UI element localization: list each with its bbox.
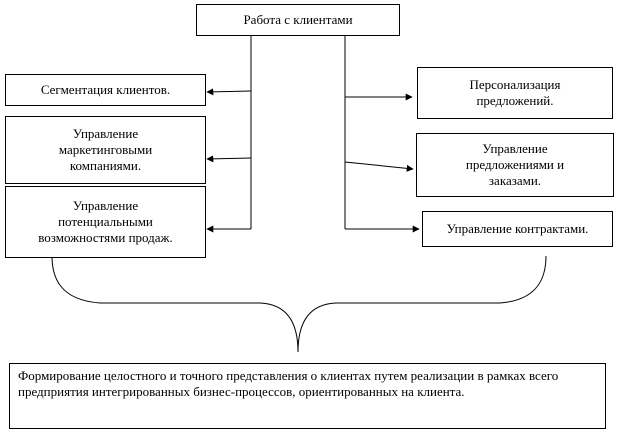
arrow-to-offers [344,161,414,172]
node-segmentation-label: Сегментация клиентов. [40,82,171,97]
node-segmentation: Сегментация клиентов. [5,74,206,106]
curly-brace [51,255,547,353]
node-contracts: Управление контрактами. [422,211,613,247]
node-marketing-campaigns-label: Управление маркетинговыми компаниями. [58,126,153,173]
node-personalization-label: Персонализация предложений. [469,77,561,108]
root-label: Работа с клиентами [243,12,353,27]
node-marketing-campaigns: Управление маркетинговыми компаниями. [5,116,206,184]
node-offers-orders: Управление предложениями и заказами. [416,133,614,197]
root-node: Работа с клиентами [196,4,400,36]
arrow-to-segmentation [206,88,252,96]
node-sales-opportunities: Управление потенциальными возможностями … [5,186,206,258]
node-offers-orders-label: Управление предложениями и заказами. [465,141,565,188]
arrow-to-marketing [206,155,252,163]
node-sales-opportunities-label: Управление потенциальными возможностями … [38,198,173,245]
node-personalization: Персонализация предложений. [417,67,613,119]
result-node: Формирование целостного и точного предст… [9,363,606,429]
result-label: Формирование целостного и точного предст… [18,368,559,399]
node-contracts-label: Управление контрактами. [446,221,589,236]
